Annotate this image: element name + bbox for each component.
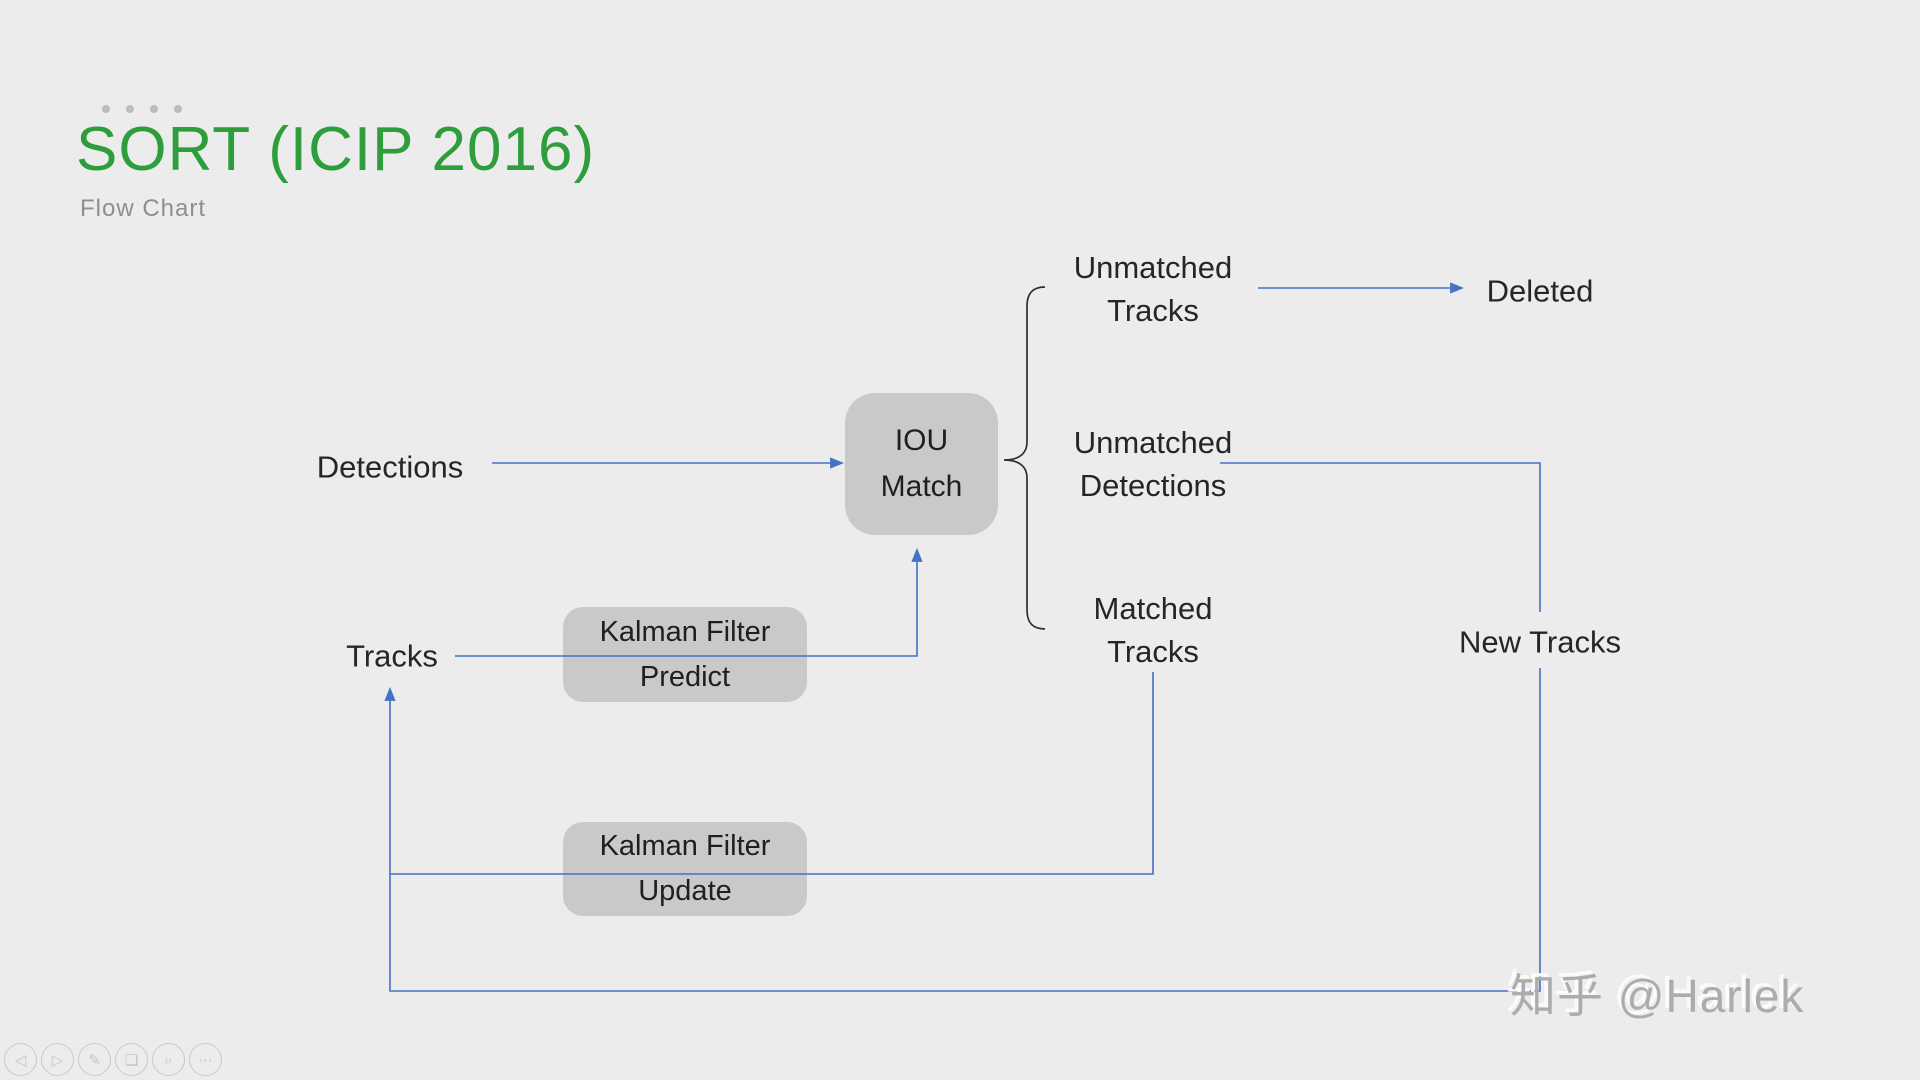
magnifier-icon: ⌕: [164, 1050, 173, 1069]
dot-icon: [150, 105, 158, 113]
node-kf-predict-line1: Kalman Filter: [599, 615, 771, 648]
decorative-dots: [102, 105, 182, 113]
node-kf-update-line2: Update: [638, 875, 732, 907]
page-title: SORT (ICIP 2016): [76, 115, 596, 184]
label-unmatched-tracks-line2: Tracks: [1107, 293, 1199, 328]
zoom-button[interactable]: ⌕: [152, 1043, 185, 1076]
dot-icon: [174, 105, 182, 113]
dot-icon: [102, 105, 110, 113]
pen-icon: ✎: [88, 1050, 101, 1069]
node-iou-match: IOU Match: [845, 393, 998, 535]
viewer-toolbar: ◁ ▷ ✎ ❏ ⌕ ⋯: [4, 1043, 222, 1076]
next-icon: ▷: [51, 1050, 64, 1069]
previous-icon: ◁: [14, 1050, 27, 1069]
node-kalman-filter-update: Kalman Filter Update: [563, 822, 807, 916]
node-kf-update-line1: Kalman Filter: [599, 830, 771, 862]
page-subtitle: Flow Chart: [80, 195, 207, 222]
watermark: 知乎 @Harlek: [1510, 970, 1805, 1022]
slides-icon: ❏: [124, 1050, 139, 1069]
label-unmatched-detections-line2: Detections: [1079, 468, 1227, 503]
slides-overview-button[interactable]: ❏: [115, 1043, 148, 1076]
label-tracks: Tracks: [346, 638, 438, 674]
ellipsis-icon: ⋯: [198, 1050, 213, 1069]
label-unmatched-detections: Unmatched Detections: [1074, 421, 1233, 507]
node-kalman-filter-predict: Kalman Filter Predict: [563, 607, 807, 702]
label-unmatched-tracks-line1: Unmatched: [1073, 250, 1233, 285]
node-kf-predict-line2: Predict: [639, 660, 731, 693]
label-matched-tracks-line2: Tracks: [1107, 634, 1199, 669]
label-unmatched-detections-line1: Unmatched: [1073, 425, 1233, 460]
brace-icon: [1003, 286, 1046, 630]
label-matched-tracks: Matched Tracks: [1094, 587, 1213, 673]
dot-icon: [126, 105, 134, 113]
label-new-tracks: New Tracks: [1459, 624, 1621, 660]
label-detections: Detections: [316, 449, 464, 485]
node-iou-match-line2: Match: [880, 470, 963, 503]
label-unmatched-tracks: Unmatched Tracks: [1074, 246, 1233, 332]
connector-new-tracks-to-tracks: [384, 668, 1541, 992]
previous-slide-button[interactable]: ◁: [4, 1043, 37, 1076]
more-options-button[interactable]: ⋯: [189, 1043, 222, 1076]
label-matched-tracks-line1: Matched: [1093, 591, 1213, 626]
label-deleted: Deleted: [1486, 273, 1594, 309]
node-iou-match-line1: IOU: [894, 424, 949, 457]
connector-unmatched-detections-to-new-tracks: [1220, 462, 1541, 612]
pen-button[interactable]: ✎: [78, 1043, 111, 1076]
next-slide-button[interactable]: ▷: [41, 1043, 74, 1076]
